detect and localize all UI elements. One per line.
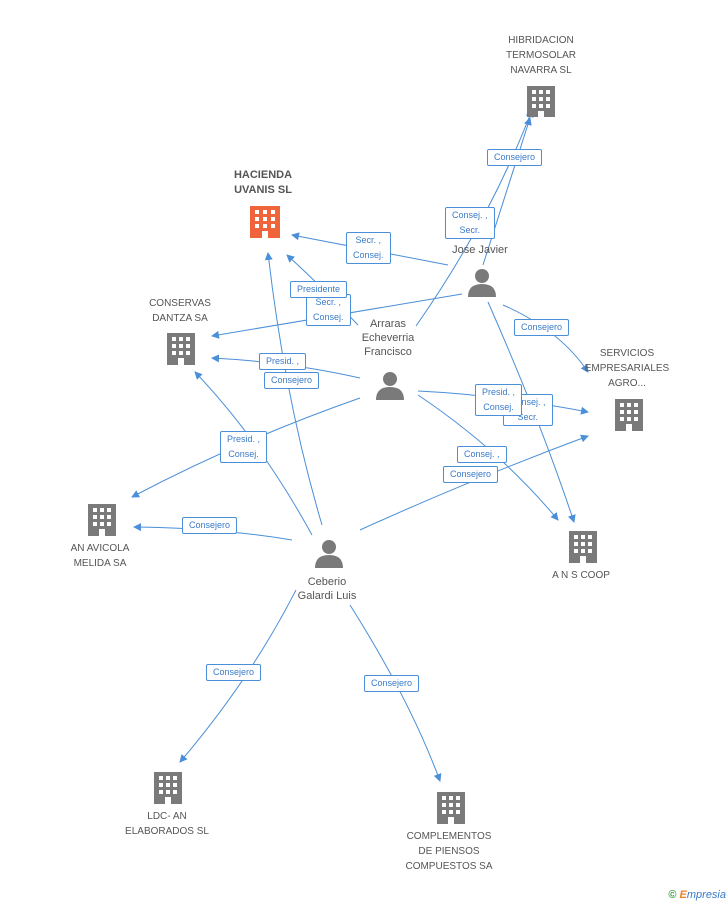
building-icon <box>437 792 465 824</box>
label-line: UVANIS SL <box>234 184 292 196</box>
label-line: Galardi Luis <box>297 590 357 602</box>
building-icon <box>154 772 182 804</box>
edge-label: Consejero <box>206 664 262 681</box>
node-hibridacion-label[interactable]: HIBRIDACION TERMOSOLAR NAVARRA SL <box>506 33 576 78</box>
label-line: CONSERVAS <box>149 298 211 309</box>
node-ans-label[interactable]: A N S COOP <box>552 568 610 583</box>
label-line: Ceberio <box>307 576 347 588</box>
label-line: Jose Javier <box>452 244 508 256</box>
edge-label: Presidente <box>290 281 348 298</box>
edge-label-line: Consej. <box>353 250 384 260</box>
edge-label: Consej. , Secr. <box>445 207 495 239</box>
edge-label: Secr. , Consej. <box>346 232 391 264</box>
label-line: SERVICIOS <box>599 348 655 359</box>
node-avicola-label[interactable]: AN AVICOLA MELIDA SA <box>71 541 130 571</box>
node-servicios-label[interactable]: SERVICIOS EMPRESARIALES AGRO... <box>585 346 669 391</box>
edge-ceberio-hacienda <box>264 252 323 526</box>
edge-label-line: Presid. , <box>482 387 516 397</box>
edge-label-line: Secr. <box>517 412 539 422</box>
edge-jose-hibridacion <box>482 117 532 266</box>
edge-label: Consejero <box>514 319 570 336</box>
edge-label-line: Consej. , <box>452 210 488 220</box>
empresia-logo[interactable]: © Empresia <box>668 889 726 901</box>
building-icon <box>569 531 597 563</box>
label-line: EMPRESARIALES <box>584 363 670 374</box>
edge-label: Consejero <box>443 466 499 483</box>
label-line: DE PIENSOS <box>418 846 480 857</box>
edge-label-line: Consej. <box>483 402 514 412</box>
edge-label: Consejero <box>264 372 320 389</box>
edge-ceberio-complementos <box>349 604 442 782</box>
node-ldc-label[interactable]: LDC- AN ELABORADOS SL <box>125 809 209 839</box>
person-icon <box>468 269 496 297</box>
edge-label: Consej. , <box>457 446 507 463</box>
label-line: NAVARRA SL <box>510 65 572 76</box>
label-line: Francisco <box>364 346 412 358</box>
label-line: A N S COOP <box>552 570 610 581</box>
edge-label-line: Presid. , <box>227 434 261 444</box>
edge-label-line: Secr. , <box>315 297 342 307</box>
label-line: COMPUESTOS SA <box>405 861 493 872</box>
node-ceberio-label[interactable]: Ceberio Galardi Luis <box>298 575 357 603</box>
label-line: COMPLEMENTOS <box>406 831 492 842</box>
copyright-symbol: © <box>668 889 677 901</box>
edge-label-line: Consej. <box>228 449 259 459</box>
label-line: AN AVICOLA <box>70 543 130 554</box>
edge-label-line: Consej. , <box>510 397 546 407</box>
node-conservas-label[interactable]: CONSERVAS DANTZA SA <box>149 296 211 326</box>
label-line: HIBRIDACION <box>508 35 574 46</box>
label-line: Echeverria <box>361 332 415 344</box>
building-icon <box>527 86 555 117</box>
label-line: Arraras <box>369 318 407 330</box>
edge-label: Consejero <box>364 675 420 692</box>
label-line: LDC- AN <box>147 811 187 822</box>
brand-name: mpresia <box>686 889 726 901</box>
node-jose-label[interactable]: Jose Javier <box>452 243 508 257</box>
edge-label-line: Secr. , <box>355 235 382 245</box>
edge-label: Secr. , Consej. <box>306 294 351 326</box>
person-icon <box>315 540 343 568</box>
building-icon <box>88 504 116 536</box>
edge-label: Consejero <box>182 517 238 534</box>
building-icon <box>167 333 195 365</box>
node-hacienda-label[interactable]: HACIENDA UVANIS SL <box>234 168 292 198</box>
node-complementos-label[interactable]: COMPLEMENTOS DE PIENSOS COMPUESTOS SA <box>405 829 492 874</box>
label-line: AGRO... <box>608 378 646 389</box>
edge-label: Presid. , Consej. <box>475 384 523 416</box>
label-line: TERMOSOLAR <box>505 50 577 61</box>
brand-initial: E <box>679 889 687 901</box>
label-line: ELABORADOS SL <box>125 826 209 837</box>
node-arraras-label[interactable]: Arraras Echeverria Francisco <box>362 317 415 359</box>
label-line: MELIDA SA <box>73 558 127 569</box>
edge-jose-servicios <box>502 304 589 373</box>
edge-label: Presid. , <box>259 353 307 370</box>
edge-label: Presid. , Consej. <box>220 431 268 463</box>
edge-label-line: Secr. <box>459 225 481 235</box>
label-line: DANTZA SA <box>152 313 208 324</box>
label-line: HACIENDA <box>233 169 293 181</box>
building-icon-focus <box>250 206 280 238</box>
building-icon <box>615 399 643 431</box>
person-icon <box>376 372 404 400</box>
edge-label-line: Consej. <box>313 312 344 322</box>
edge-label: Consejero <box>487 149 543 166</box>
